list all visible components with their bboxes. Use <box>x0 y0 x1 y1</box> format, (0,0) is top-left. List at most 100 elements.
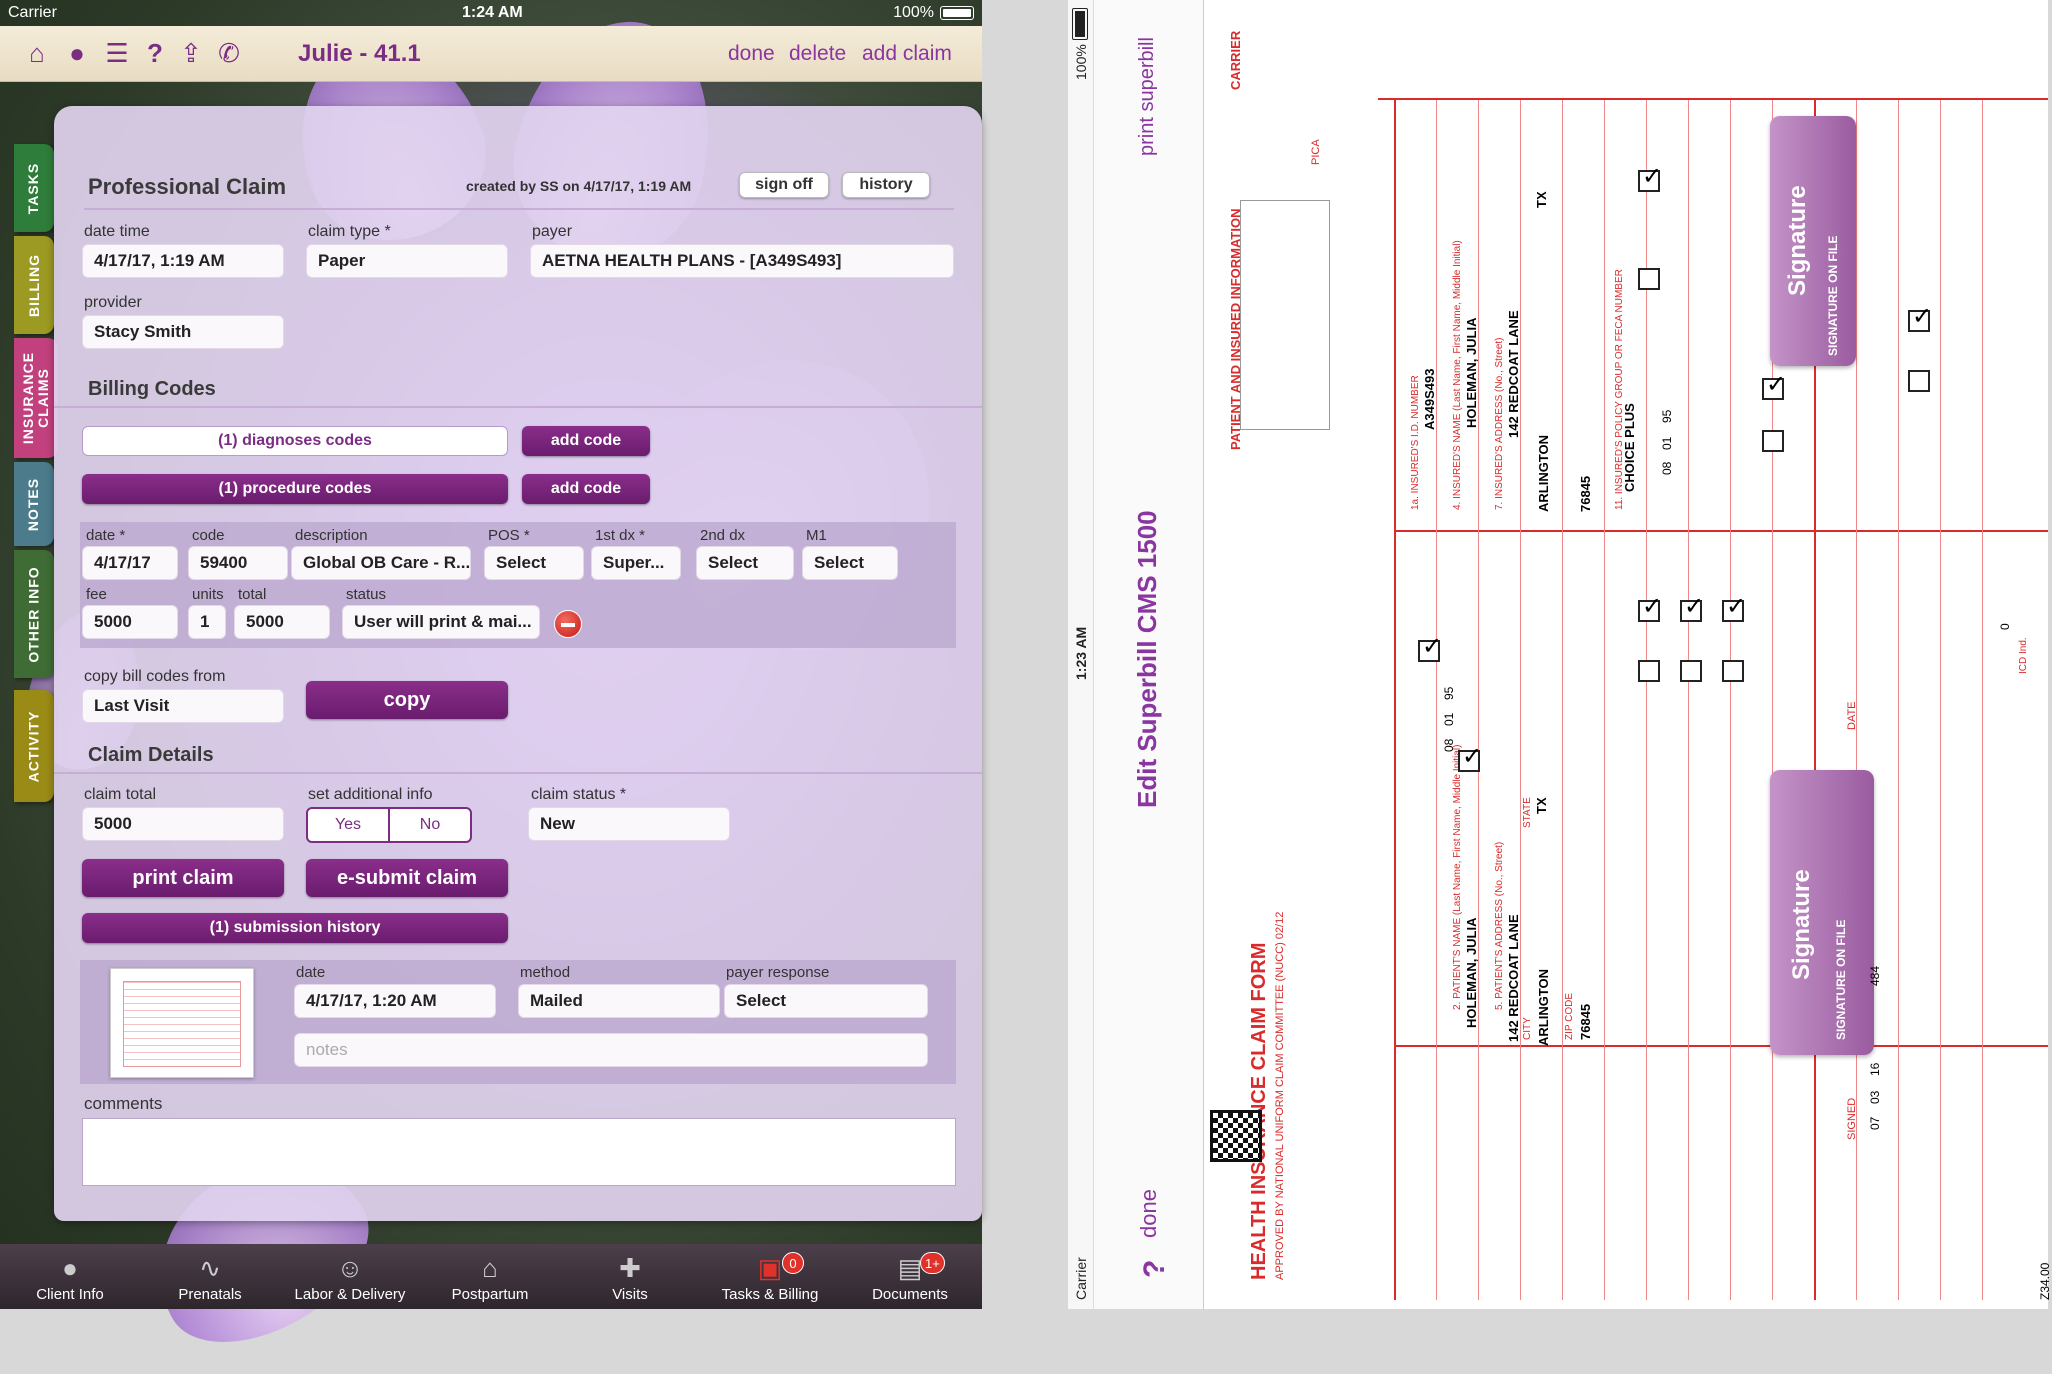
insured-signature-button[interactable]: Signature SIGNATURE ON FILE <box>1770 116 1856 366</box>
claim-form-thumbnail[interactable] <box>110 968 254 1078</box>
insured-birth-dd[interactable]: 01 <box>1660 436 1674 450</box>
insured-state-value[interactable]: TX <box>1534 191 1549 208</box>
diagnosis-a-value[interactable]: Z34.00 <box>2038 1262 2052 1300</box>
line-m1-select[interactable]: Select <box>802 546 898 580</box>
e-submit-claim-button[interactable]: e-submit claim <box>306 859 508 897</box>
share-icon[interactable]: ⇪ <box>180 38 202 68</box>
sex-male-checkbox[interactable] <box>1638 268 1660 290</box>
history-button[interactable]: history <box>842 172 930 198</box>
patient-zip-value[interactable]: 76845 <box>1578 1003 1593 1040</box>
help-icon[interactable]: ? <box>147 38 163 68</box>
tab-labor-delivery[interactable]: ☺ Labor & Delivery <box>280 1244 420 1309</box>
tab-billing[interactable]: BILLING <box>14 236 54 334</box>
claim-status-select[interactable]: New <box>528 807 730 841</box>
line-fee-field[interactable]: 5000 <box>82 605 178 639</box>
tab-insurance-claims[interactable]: INSURANCE CLAIMS <box>14 338 58 458</box>
method-select[interactable]: Mailed <box>518 984 720 1018</box>
patient-sex-female-checkbox[interactable]: ✓ <box>1418 633 1442 662</box>
notes-field[interactable]: notes <box>294 1033 928 1067</box>
tab-tasks[interactable]: TASKS <box>14 144 54 232</box>
employment-yes-checkbox[interactable] <box>1638 660 1660 682</box>
delete-line-icon[interactable] <box>554 610 582 638</box>
done-button[interactable]: done <box>728 42 775 65</box>
submission-history-button[interactable]: (1) submission history <box>82 913 508 943</box>
outside-lab-yes-checkbox[interactable] <box>1908 370 1930 392</box>
patient-birth-dd[interactable]: 01 <box>1442 712 1456 726</box>
auto-accident-no-checkbox[interactable]: ✓ <box>1680 593 1704 622</box>
line-status-field[interactable]: User will print & mai... <box>342 605 540 639</box>
patient-state-value[interactable]: TX <box>1534 797 1549 814</box>
insured-zip-value[interactable]: 76845 <box>1578 475 1593 512</box>
no-option[interactable]: No <box>419 816 441 833</box>
line-description-field[interactable]: Global OB Care - R... <box>291 546 471 580</box>
tab-tasks-billing[interactable]: ▣ Tasks & Billing 0 <box>700 1244 840 1309</box>
sign-off-button[interactable]: sign off <box>739 172 829 198</box>
outside-lab-no-checkbox[interactable]: ✓ <box>1908 303 1932 332</box>
add-procedure-code-button[interactable]: add code <box>522 474 650 504</box>
other-accident-no-checkbox[interactable]: ✓ <box>1722 593 1746 622</box>
patient-address-value[interactable]: 142 REDCOAT LANE <box>1506 914 1521 1042</box>
copy-button[interactable]: copy <box>306 681 508 719</box>
copy-from-select[interactable]: Last Visit <box>82 689 284 723</box>
diagnoses-codes-button[interactable]: (1) diagnoses codes <box>82 426 508 456</box>
lmp-dd[interactable]: 03 <box>1868 1090 1882 1104</box>
claim-type-field[interactable]: Paper <box>306 244 508 278</box>
line-date-field[interactable]: 4/17/17 <box>82 546 178 580</box>
yes-option[interactable]: Yes <box>308 809 390 841</box>
qual-value[interactable]: 484 <box>1868 965 1882 986</box>
tab-activity[interactable]: ACTIVITY <box>14 690 54 802</box>
sex-female-checkbox[interactable]: ✓ <box>1638 163 1662 192</box>
done-button[interactable]: done <box>1136 1189 1161 1238</box>
payer-response-select[interactable]: Select <box>724 984 928 1018</box>
insured-name-value[interactable]: HOLEMAN, JULIA <box>1464 317 1479 429</box>
help-icon[interactable]: ? <box>1138 1259 1171 1278</box>
line-total-field[interactable]: 5000 <box>234 605 330 639</box>
tab-client-info[interactable]: ● Client Info <box>0 1244 140 1309</box>
patient-signature-button[interactable]: Signature SIGNATURE ON FILE <box>1770 770 1874 1055</box>
payer-field[interactable]: AETNA HEALTH PLANS - [A349S493] <box>530 244 954 278</box>
submission-date-field[interactable]: 4/17/17, 1:20 AM <box>294 984 496 1018</box>
delete-button[interactable]: delete <box>789 42 847 65</box>
chat-bubble-icon[interactable]: ● <box>69 38 85 68</box>
patient-birth-mm[interactable]: 08 <box>1442 738 1456 752</box>
list-icon[interactable]: ☰ <box>105 38 129 68</box>
tab-notes[interactable]: NOTES <box>14 462 54 546</box>
line-units-field[interactable]: 1 <box>188 605 226 639</box>
other-plan-no-checkbox[interactable]: ✓ <box>1762 371 1786 400</box>
add-diagnosis-code-button[interactable]: add code <box>522 426 650 456</box>
patient-name-value[interactable]: HOLEMAN, JULIA <box>1464 917 1479 1029</box>
group-number-value[interactable]: CHOICE PLUS <box>1622 403 1637 492</box>
tab-documents[interactable]: ▤ Documents 1+ <box>840 1244 980 1309</box>
patient-city-value[interactable]: ARLINGTON <box>1536 968 1551 1046</box>
claim-total-field[interactable]: 5000 <box>82 807 284 841</box>
print-claim-button[interactable]: print claim <box>82 859 284 897</box>
other-plan-yes-checkbox[interactable] <box>1762 430 1784 452</box>
phone-icon[interactable]: ✆ <box>218 38 240 68</box>
auto-accident-yes-checkbox[interactable] <box>1680 660 1702 682</box>
patient-birth-yy[interactable]: 95 <box>1442 686 1456 700</box>
tab-other-info[interactable]: OTHER INFO <box>14 550 54 678</box>
procedure-codes-button[interactable]: (1) procedure codes <box>82 474 508 504</box>
line-dx1-select[interactable]: Super... <box>591 546 681 580</box>
relationship-self-checkbox[interactable]: ✓ <box>1458 743 1482 772</box>
other-accident-yes-checkbox[interactable] <box>1722 660 1744 682</box>
line-pos-select[interactable]: Select <box>484 546 584 580</box>
tab-postpartum[interactable]: ⌂ Postpartum <box>420 1244 560 1309</box>
employment-no-checkbox[interactable]: ✓ <box>1638 593 1662 622</box>
provider-field[interactable]: Stacy Smith <box>82 315 284 349</box>
insured-birth-yy[interactable]: 95 <box>1660 409 1674 423</box>
date-time-field[interactable]: 4/17/17, 1:19 AM <box>82 244 284 278</box>
insured-city-value[interactable]: ARLINGTON <box>1536 434 1551 512</box>
tab-prenatals[interactable]: ∿ Prenatals <box>140 1244 280 1309</box>
insured-birth-mm[interactable]: 08 <box>1660 461 1674 475</box>
line-dx2-select[interactable]: Select <box>696 546 794 580</box>
add-claim-button[interactable]: add claim <box>862 42 952 65</box>
lmp-mm[interactable]: 07 <box>1868 1116 1882 1130</box>
icd-ind-value[interactable]: 0 <box>1998 623 2012 630</box>
lmp-yy[interactable]: 16 <box>1868 1062 1882 1076</box>
line-code-field[interactable]: 59400 <box>188 546 288 580</box>
insured-id-value[interactable]: A349S493 <box>1422 368 1437 430</box>
comments-textarea[interactable] <box>82 1118 956 1186</box>
print-superbill-button[interactable]: print superbill <box>1136 37 1158 156</box>
tab-visits[interactable]: ✚ Visits <box>560 1244 700 1309</box>
